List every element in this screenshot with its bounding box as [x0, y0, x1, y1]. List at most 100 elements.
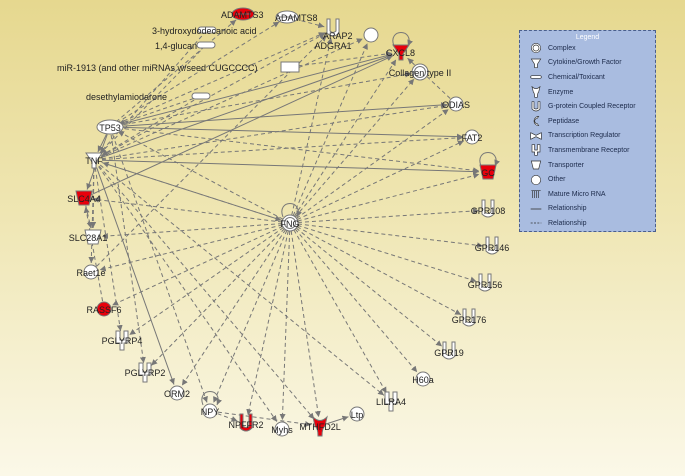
network-node[interactable]: GPR108 [471, 199, 506, 218]
network-node[interactable]: CXCL8 [386, 44, 415, 61]
network-node[interactable]: Myhs [271, 421, 293, 437]
relationship-edge [297, 223, 484, 249]
legend-item: G-protein Coupled Receptor [520, 99, 655, 114]
enzyme-icon [528, 86, 544, 98]
self-loop-edge [201, 391, 222, 406]
network-node[interactable]: TP53 [96, 119, 124, 135]
network-node[interactable]: FNG [281, 214, 300, 232]
relationship-edge [129, 227, 284, 336]
relationship-edge [116, 21, 280, 124]
network-node[interactable]: GPR176 [452, 308, 487, 327]
relationship-edge [101, 38, 364, 158]
network-node[interactable]: PGLYRP4 [102, 330, 143, 351]
network-node[interactable]: H60a [412, 371, 434, 387]
legend-item: Relationship [520, 202, 655, 217]
network-node[interactable]: RASSF6 [86, 301, 122, 317]
network-node[interactable]: NPFFR2 [228, 413, 264, 432]
transmembrane-receptor-icon [528, 144, 544, 157]
legend-item-label: Enzyme [548, 88, 574, 96]
node-label: GPR146 [475, 243, 510, 253]
relationship-edge [150, 228, 285, 366]
relationship-edge [294, 78, 415, 218]
legend-item-label: Chemical/Toxicant [548, 73, 605, 81]
network-node[interactable]: SLC28A1 [69, 229, 108, 245]
relationship-edge [88, 167, 95, 264]
legend-item-label: Peptidase [548, 117, 580, 125]
relationship-edge [297, 172, 480, 222]
network-node[interactable]: ARAP2 [323, 27, 379, 43]
relationship-edge [98, 166, 278, 422]
legend-item: Other [520, 172, 655, 187]
network-node[interactable]: NPY [201, 403, 220, 419]
legend-item: Complex [520, 41, 655, 56]
network-node[interactable]: Ltp [349, 406, 365, 422]
relationship-edge [327, 415, 349, 425]
network-node[interactable]: ADAMTS8 [275, 10, 318, 24]
network-node[interactable]: MTHFD2L [299, 415, 341, 437]
solid-line-icon [528, 203, 544, 215]
network-node[interactable]: GPR156 [468, 273, 503, 292]
network-node[interactable]: ODIAS [442, 96, 470, 112]
relationship-edge [117, 32, 325, 125]
network-node[interactable]: ADGRA1 [314, 18, 352, 51]
relationship-edge [86, 134, 108, 190]
network-node[interactable]: 1,4-glucan [155, 41, 216, 51]
transcription-regulator-icon [528, 130, 544, 142]
legend-item: Peptidase [520, 114, 655, 129]
network-node[interactable]: GPR146 [475, 236, 510, 255]
network-node[interactable]: FAT2 [462, 129, 483, 145]
node-label: CXCL8 [386, 48, 415, 58]
network-node[interactable]: 3-hydroxydodecanoic acid [152, 26, 257, 36]
network-node[interactable]: Raet1e [76, 264, 106, 280]
micro-rna-icon [528, 188, 544, 200]
node-label: ADAMTS8 [275, 13, 318, 23]
relationship-edge [91, 55, 394, 196]
legend-item: Transporter [520, 158, 655, 173]
relationship-edge [246, 230, 289, 416]
relationship-edge [100, 32, 326, 157]
legend-item-label: Transmembrane Receptor [548, 146, 630, 154]
network-node[interactable]: SLC4A4 [67, 190, 101, 206]
node-label: RASSF6 [86, 305, 121, 315]
edge-layer [83, 18, 500, 427]
legend-item: Cytokine/Growth Factor [520, 56, 655, 71]
network-node[interactable]: LILRA4 [376, 391, 406, 412]
legend-item: Chemical/Toxicant [520, 70, 655, 85]
relationship-edge [96, 167, 175, 385]
legend-item-label: Relationship [548, 219, 587, 227]
relationship-edge [217, 411, 312, 427]
node-label: Collagen type II [389, 68, 452, 78]
legend-item-label: Mature Micro RNA [548, 190, 606, 198]
relationship-edge [101, 103, 448, 160]
network-node[interactable]: GC [479, 164, 497, 180]
node-label: 1,4-glucan [155, 41, 197, 51]
network-node[interactable]: desethylamiodarone [86, 92, 211, 102]
network-node[interactable]: Collagen type II [389, 63, 452, 81]
network-node[interactable]: ADAMTS3 [221, 7, 264, 21]
relationship-edge [97, 133, 107, 153]
legend-item: Transcription Regulator [520, 129, 655, 144]
legend-item-label: Other [548, 176, 566, 184]
relationship-edge [117, 126, 464, 140]
network-node[interactable]: ORM2 [164, 385, 190, 401]
node-label: ADGRA1 [314, 41, 351, 51]
gpcr-icon [528, 101, 544, 113]
node-label: miR-1913 (and other miRNAs w/seed CUGCCC… [57, 63, 258, 73]
node-label: PGLYRP2 [125, 368, 166, 378]
network-node[interactable]: TNF [85, 152, 103, 169]
node-label: 3-hydroxydodecanoic acid [152, 26, 257, 36]
legend-item-label: Complex [548, 44, 576, 52]
node-label: GPR108 [471, 206, 506, 216]
node-label: LILRA4 [376, 397, 406, 407]
network-node[interactable]: miR-1913 (and other miRNAs w/seed CUGCCC… [57, 61, 300, 73]
network-node[interactable]: PGLYRP2 [125, 362, 166, 383]
node-label: Myhs [271, 425, 293, 435]
relationship-edge [117, 127, 480, 174]
node-label: FNG [281, 219, 300, 229]
network-node[interactable]: GPR19 [434, 341, 464, 360]
legend-item: Relationship [520, 216, 655, 231]
dashed-line-icon [528, 217, 544, 229]
